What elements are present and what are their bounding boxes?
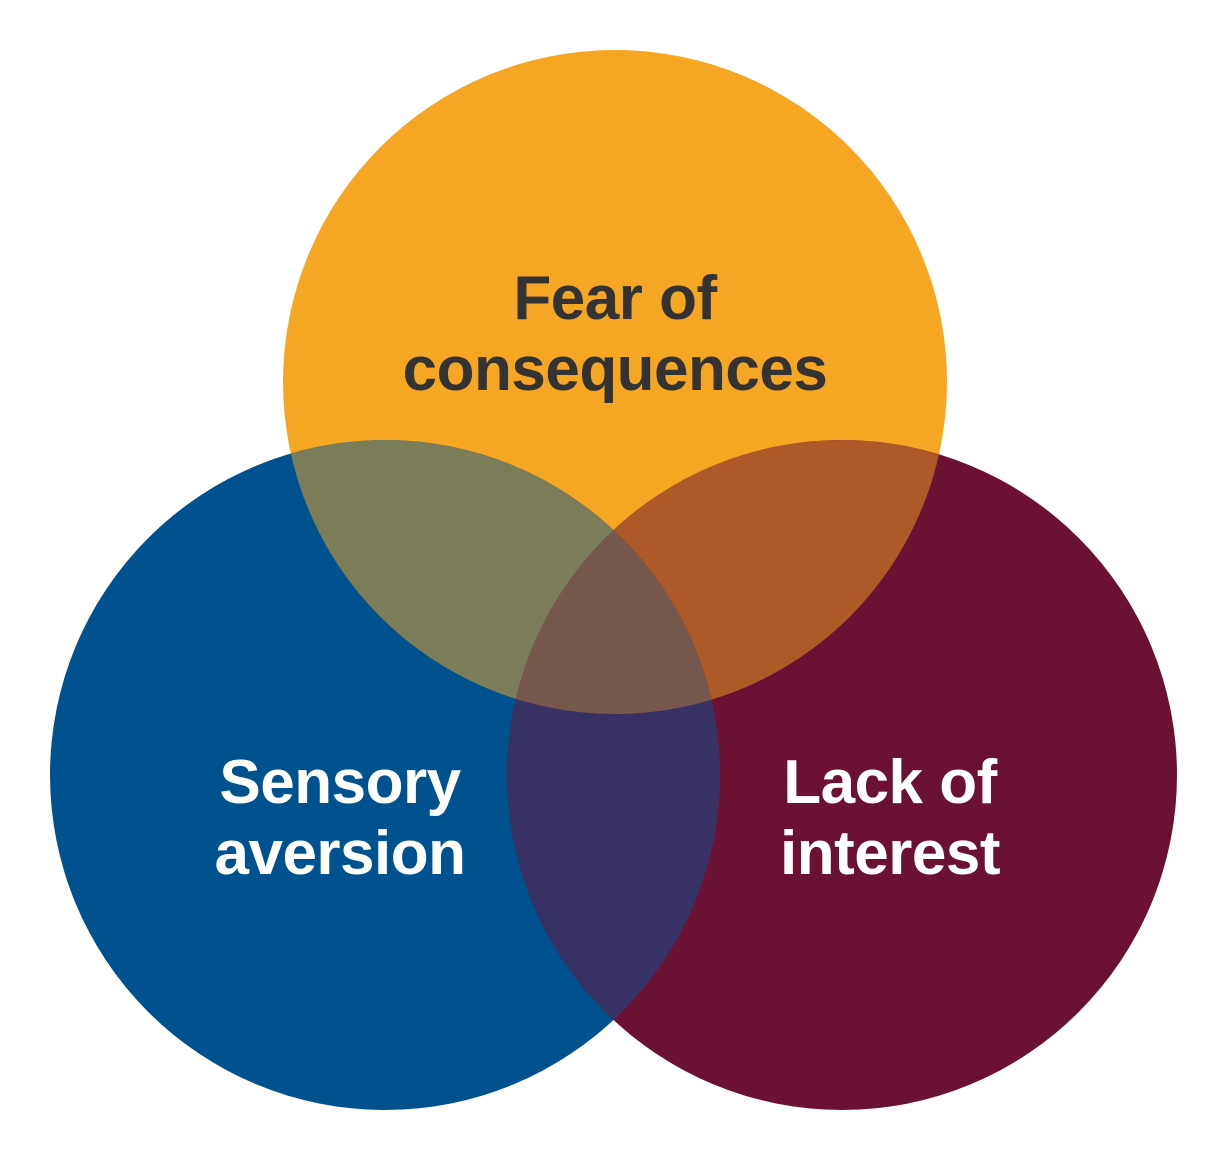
overlap-all-three-center [507, 440, 720, 714]
label-fear-of-consequences: Fear of consequences [402, 264, 828, 404]
label-sensory-aversion: Sensory aversion [214, 748, 466, 888]
label-lack-of-interest: Lack of interest [780, 748, 1000, 888]
